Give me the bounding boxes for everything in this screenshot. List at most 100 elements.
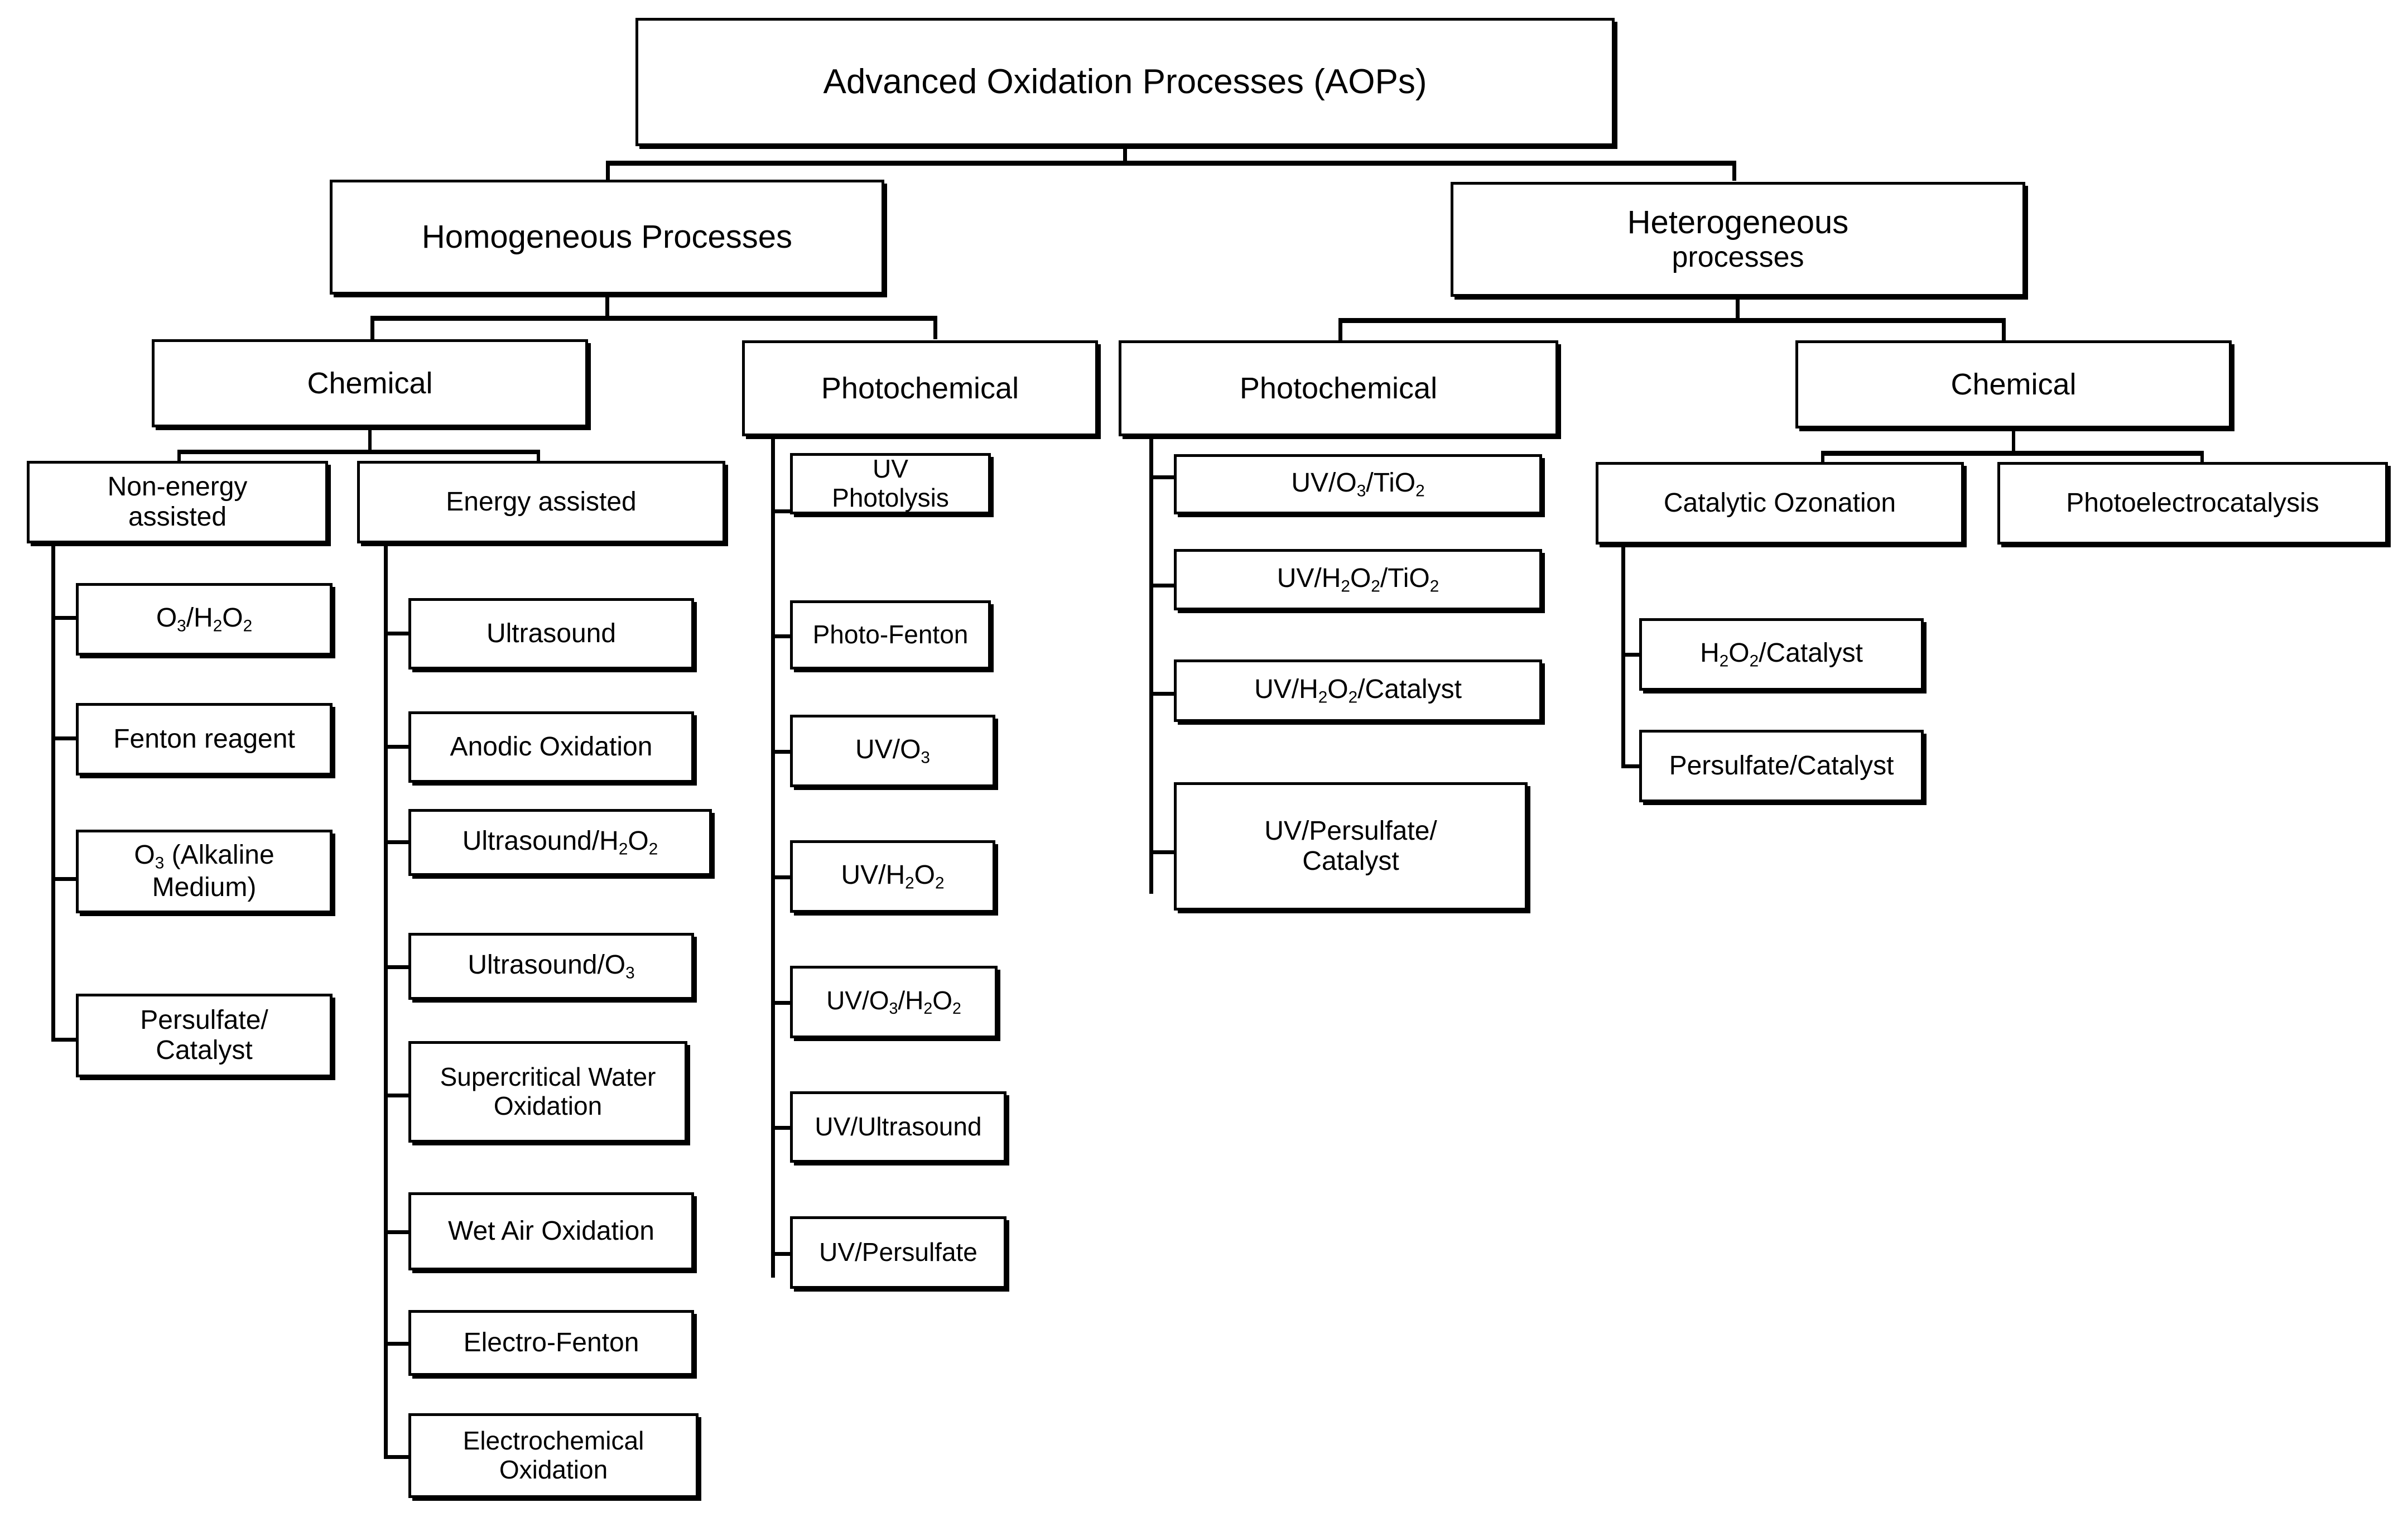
node-catalytic-ozonation[interactable]: Catalytic Ozonation <box>1596 462 1964 545</box>
leaf-co-0-label: H2O2/Catalyst <box>1700 638 1863 671</box>
connector-stub-hp-2 <box>771 750 793 754</box>
connector-stub-ea-0 <box>384 632 411 635</box>
connector-stub-htp-0 <box>1149 475 1176 479</box>
leaf-hp-4-label: UV/O3/H2O2 <box>826 985 961 1018</box>
node-energy-assisted[interactable]: Energy assisted <box>357 461 725 543</box>
connector-het-chemical-down <box>2012 428 2015 453</box>
leaf-hp-2-label: UV/O3 <box>855 735 930 767</box>
connector-to-hom-chemical <box>370 316 374 339</box>
leaf-htp-0-label: UV/O3/TiO2 <box>1291 468 1425 500</box>
node-homogeneous-processes-label: Homogeneous Processes <box>421 218 793 255</box>
node-hom-photochemical[interactable]: Photochemical <box>742 340 1098 436</box>
node-het-photochemical-label: Photochemical <box>1239 371 1438 405</box>
node-photoelectrocatalysis[interactable]: Photoelectrocatalysis <box>1997 462 2388 545</box>
connector-homogeneous-bus <box>370 316 937 321</box>
connector-homogeneous-down <box>605 295 609 318</box>
connector-stub-ea-2 <box>384 840 411 844</box>
connector-heterogeneous-down <box>1736 297 1740 320</box>
connector-root-down <box>1123 146 1127 164</box>
leaf-htp-1-label: UV/H2O2/TiO2 <box>1277 564 1439 596</box>
connector-stub-ea-3 <box>384 965 411 969</box>
leaf-ea-5[interactable]: Wet Air Oxidation <box>408 1192 694 1270</box>
node-energy-assisted-label: Energy assisted <box>446 487 637 517</box>
connector-stub-hp-4 <box>771 1001 793 1005</box>
leaf-hp-6[interactable]: UV/Persulfate <box>790 1216 1006 1289</box>
leaf-nea-0[interactable]: O3/H2O2 <box>76 583 333 656</box>
leaf-ea-3-label: Ultrasound/O3 <box>468 950 635 983</box>
leaf-nea-3-label: Persulfate/Catalyst <box>140 1005 268 1065</box>
connector-stub-ea-6 <box>384 1342 411 1346</box>
node-homogeneous-processes[interactable]: Homogeneous Processes <box>330 180 884 295</box>
leaf-nea-1[interactable]: Fenton reagent <box>76 703 333 776</box>
leaf-ea-6[interactable]: Electro-Fenton <box>408 1310 694 1376</box>
connector-het-chemical-bus <box>1821 451 2204 456</box>
leaf-hp-4[interactable]: UV/O3/H2O2 <box>790 966 998 1038</box>
connector-stub-nea-3 <box>51 1038 79 1042</box>
leaf-ea-2[interactable]: Ultrasound/H2O2 <box>408 809 712 876</box>
leaf-nea-1-label: Fenton reagent <box>113 724 295 754</box>
node-heterogeneous-processes[interactable]: Heterogeneous processes <box>1451 182 2025 297</box>
node-het-chemical[interactable]: Chemical <box>1795 340 2232 428</box>
connector-spine-het-photochemical <box>1149 436 1153 894</box>
leaf-hp-3-label: UV/H2O2 <box>841 860 945 893</box>
node-root-aops-label: Advanced Oxidation Processes (AOPs) <box>823 62 1427 102</box>
connector-stub-htp-2 <box>1149 692 1176 696</box>
leaf-hp-2[interactable]: UV/O3 <box>790 715 995 787</box>
node-hom-chemical[interactable]: Chemical <box>152 339 588 427</box>
leaf-hp-3[interactable]: UV/H2O2 <box>790 840 995 913</box>
connector-hom-chemical-bus <box>177 450 540 454</box>
leaf-ea-3[interactable]: Ultrasound/O3 <box>408 933 694 1000</box>
connector-stub-co-1 <box>1621 764 1644 768</box>
leaf-htp-3-label: UV/Persulfate/Catalyst <box>1264 816 1437 876</box>
node-photoelectrocatalysis-label: Photoelectrocatalysis <box>2066 488 2319 518</box>
connector-stub-ea-1 <box>384 745 411 749</box>
node-root-aops[interactable]: Advanced Oxidation Processes (AOPs) <box>635 18 1615 146</box>
connector-stub-hp-6 <box>771 1252 793 1256</box>
non-energy-assisted-line2: assisted <box>128 502 227 532</box>
node-catalytic-ozonation-label: Catalytic Ozonation <box>1663 488 1896 518</box>
leaf-hp-1-label: Photo-Fenton <box>812 620 969 649</box>
leaf-ea-0-label: Ultrasound <box>486 619 617 649</box>
leaf-hp-5-label: UV/Ultrasound <box>815 1112 982 1142</box>
connector-stub-htp-1 <box>1149 584 1176 587</box>
connector-stub-nea-1 <box>51 736 79 740</box>
leaf-nea-3[interactable]: Persulfate/Catalyst <box>76 994 333 1077</box>
node-heterogeneous-processes-label: Heterogeneous processes <box>1458 204 2018 273</box>
node-non-energy-assisted[interactable]: Non-energy assisted <box>27 461 328 543</box>
leaf-htp-2-label: UV/H2O2/Catalyst <box>1254 675 1462 707</box>
connector-stub-nea-0 <box>51 616 79 620</box>
leaf-ea-1[interactable]: Anodic Oxidation <box>408 711 694 783</box>
leaf-hp-6-label: UV/Persulfate <box>819 1237 977 1267</box>
leaf-htp-3[interactable]: UV/Persulfate/Catalyst <box>1174 782 1528 911</box>
leaf-htp-1[interactable]: UV/H2O2/TiO2 <box>1174 549 1542 610</box>
connector-level2-bus <box>606 161 1736 166</box>
leaf-co-1-label: Persulfate/Catalyst <box>1669 751 1894 781</box>
connector-stub-hp-3 <box>771 875 793 879</box>
connector-stub-hp-1 <box>771 634 793 638</box>
leaf-htp-0[interactable]: UV/O3/TiO2 <box>1174 454 1542 514</box>
connector-to-heterogeneous <box>1732 161 1736 181</box>
leaf-co-1[interactable]: Persulfate/Catalyst <box>1639 730 1924 802</box>
leaf-co-0[interactable]: H2O2/Catalyst <box>1639 618 1924 691</box>
leaf-hp-5[interactable]: UV/Ultrasound <box>790 1091 1006 1163</box>
connector-stub-htp-3 <box>1149 850 1176 854</box>
connector-to-het-chemical <box>2002 318 2006 341</box>
node-het-photochemical[interactable]: Photochemical <box>1119 340 1558 436</box>
leaf-ea-6-label: Electro-Fenton <box>463 1328 639 1358</box>
connector-spine-hom-photochemical <box>771 436 775 1278</box>
connector-stub-co-0 <box>1621 653 1644 657</box>
leaf-ea-0[interactable]: Ultrasound <box>408 598 694 670</box>
non-energy-assisted-line1: Non-energy <box>107 472 248 502</box>
leaf-ea-2-label: Ultrasound/H2O2 <box>462 826 658 859</box>
leaf-htp-2[interactable]: UV/H2O2/Catalyst <box>1174 659 1542 722</box>
leaf-ea-5-label: Wet Air Oxidation <box>448 1216 654 1246</box>
leaf-hp-1[interactable]: Photo-Fenton <box>790 600 991 670</box>
connector-stub-ea-4 <box>384 1094 411 1097</box>
